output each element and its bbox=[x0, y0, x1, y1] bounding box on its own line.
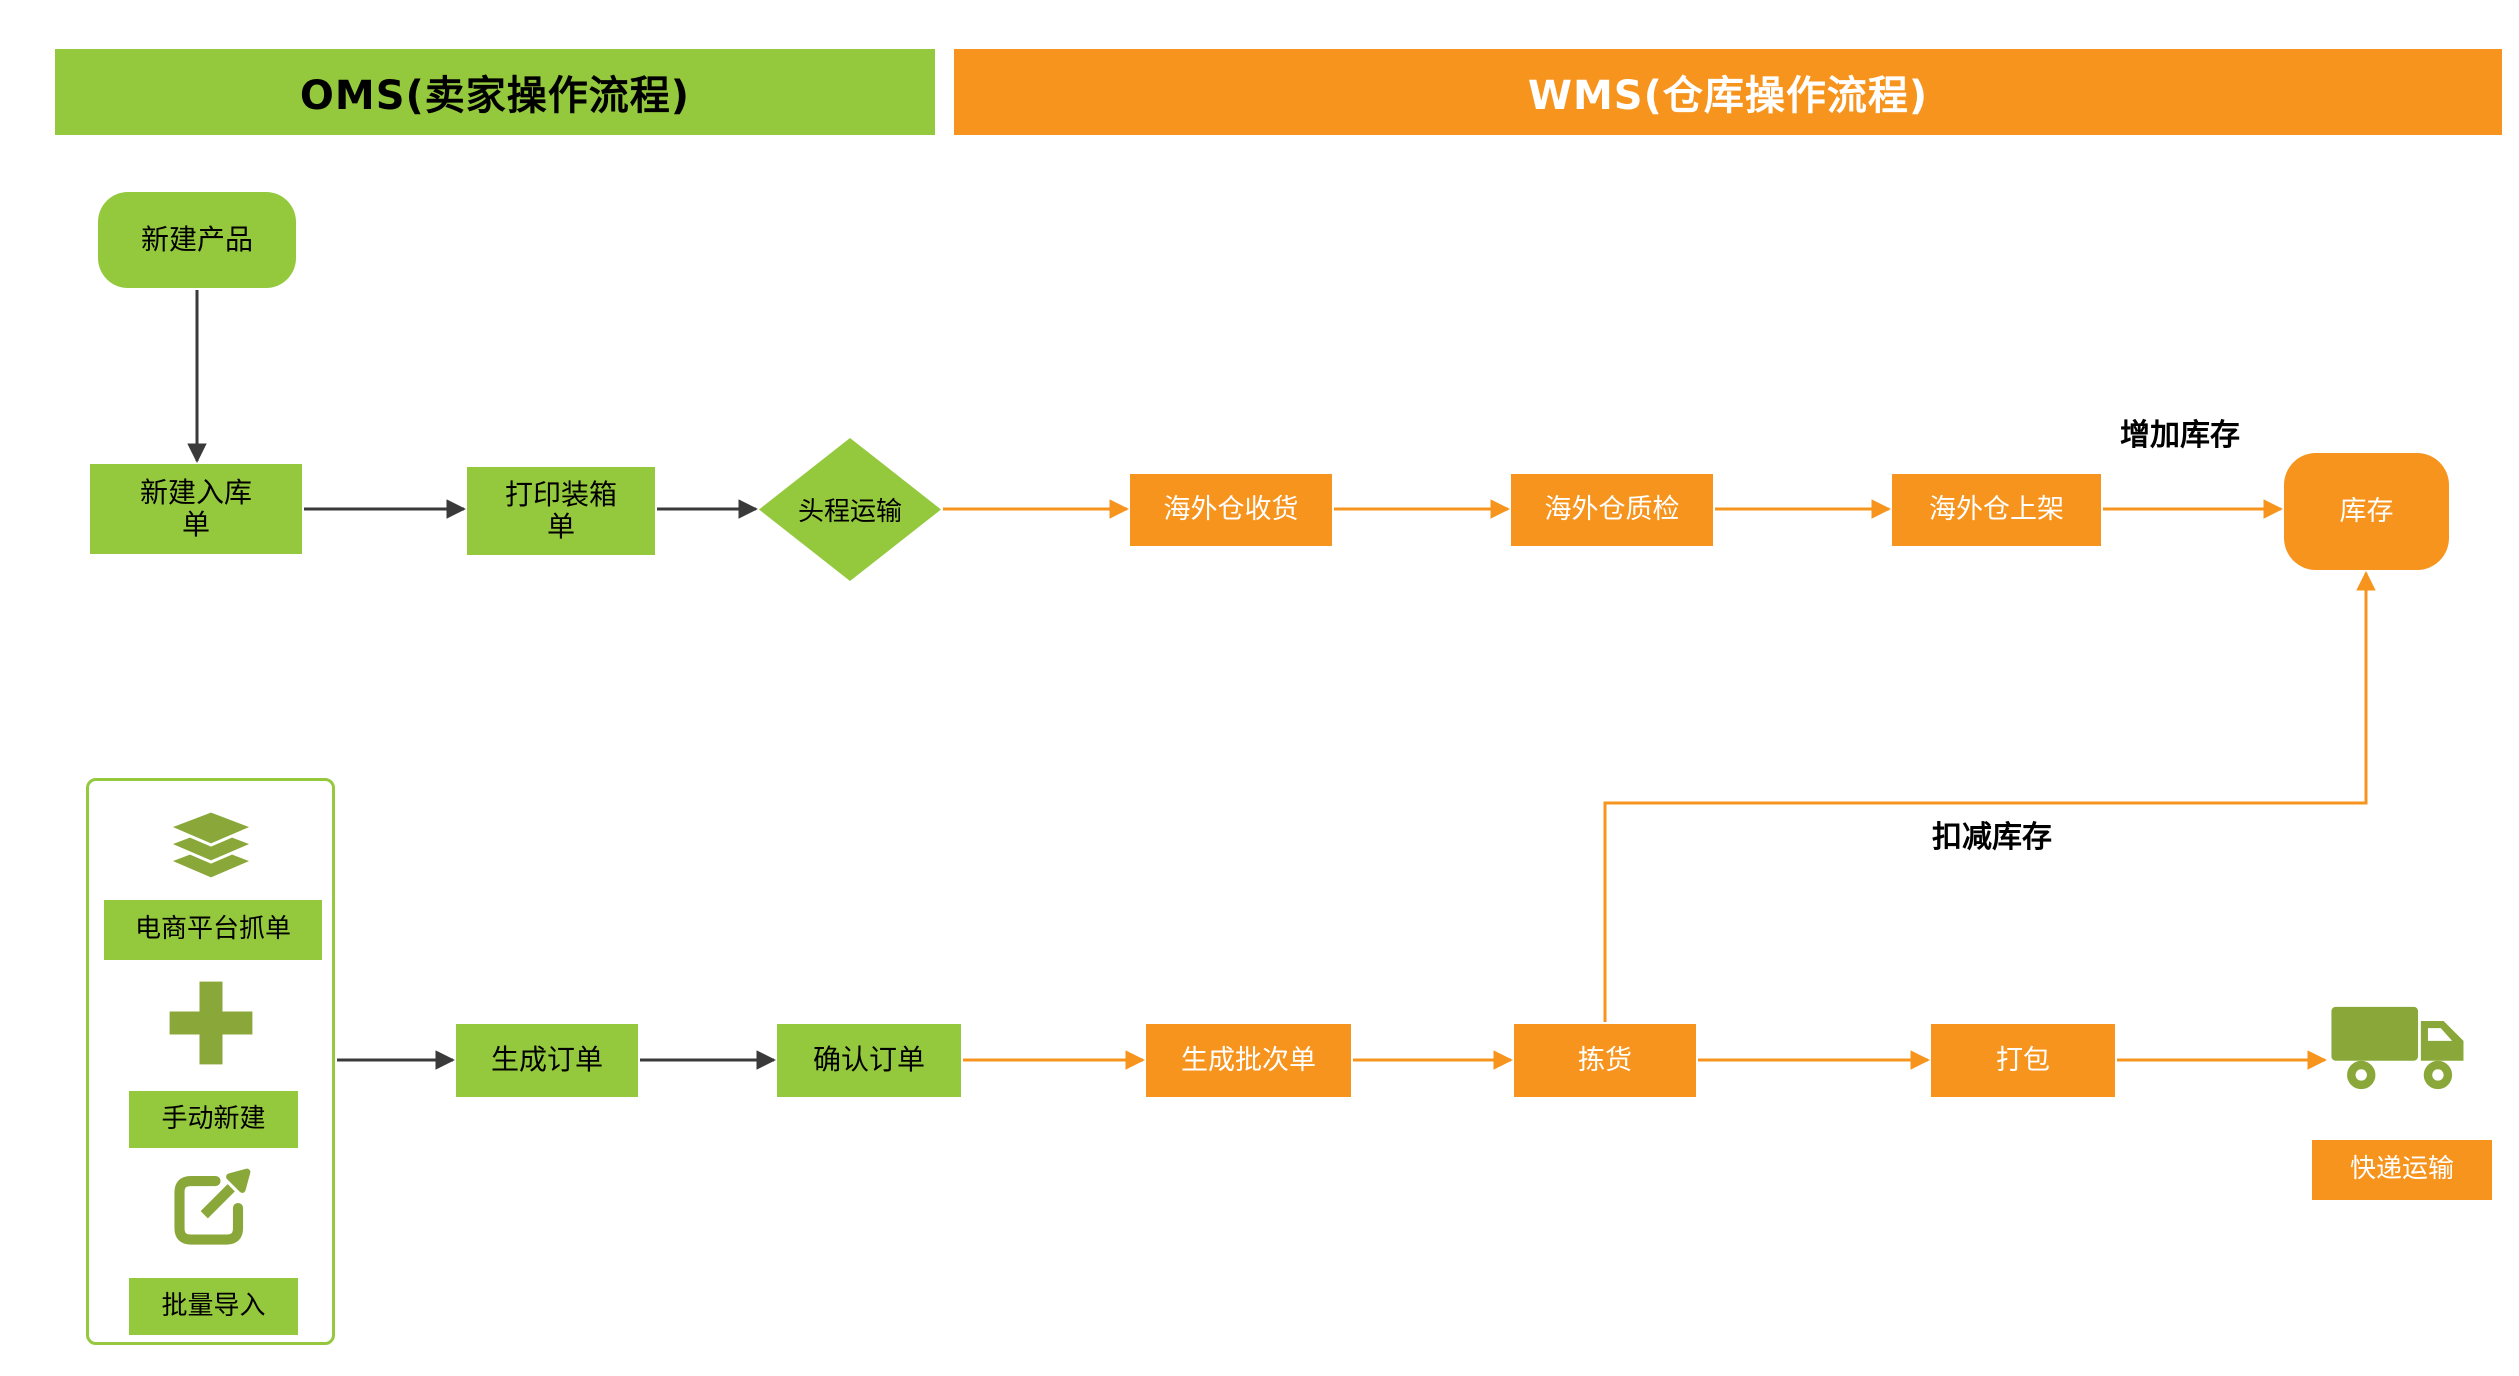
node-overseas-receiving: 海外仓收货 bbox=[1130, 474, 1332, 546]
node-inventory: 库存 bbox=[2284, 453, 2449, 570]
node-new-product: 新建产品 bbox=[98, 192, 296, 288]
node-generate-order: 生成订单 bbox=[456, 1024, 638, 1097]
node-manual-create: 手动新建 bbox=[129, 1091, 298, 1148]
node-overseas-qc: 海外仓质检 bbox=[1511, 474, 1713, 546]
node-label: 电商平台抓单 bbox=[134, 914, 291, 945]
delivery-truck-icon bbox=[2330, 998, 2472, 1102]
node-overseas-shelving: 海外仓上架 bbox=[1892, 474, 2101, 546]
deduct-inventory-label: 扣减库存 bbox=[1932, 820, 2052, 855]
node-picking: 拣货 bbox=[1514, 1024, 1696, 1097]
wms-header: WMS(仓库操作流程) bbox=[954, 49, 2502, 135]
layers-stack-icon bbox=[161, 807, 261, 887]
node-label: 新建入库单 bbox=[139, 475, 252, 541]
node-label: 库存 bbox=[2339, 495, 2394, 527]
node-label: 海外仓质检 bbox=[1544, 494, 1680, 526]
increase-inventory-label: 增加库存 bbox=[2120, 418, 2240, 453]
order-sources-panel: 电商平台抓单 手动新建 批量导入 bbox=[86, 778, 335, 1345]
node-label: 手动新建 bbox=[161, 1103, 266, 1134]
node-label: 头程运输 bbox=[797, 497, 902, 527]
node-label: 生成批次单 bbox=[1181, 1044, 1316, 1076]
node-label: 拣货 bbox=[1578, 1044, 1632, 1076]
node-label: 海外仓收货 bbox=[1163, 494, 1299, 526]
deduct-inventory-connector bbox=[1603, 571, 2376, 1022]
node-label: 批量导入 bbox=[161, 1290, 266, 1321]
node-first-leg-transport: 头程运输 bbox=[759, 438, 941, 581]
node-batch-import: 批量导入 bbox=[129, 1278, 298, 1335]
node-label: 海外仓上架 bbox=[1929, 494, 2064, 526]
node-label: 新建产品 bbox=[140, 222, 253, 256]
node-label: 生成订单 bbox=[490, 1043, 603, 1077]
node-label: 快递运输 bbox=[2349, 1154, 2454, 1185]
batch-import-icon bbox=[166, 1163, 256, 1257]
wms-arrows bbox=[943, 499, 2376, 1070]
node-generate-batch: 生成批次单 bbox=[1146, 1024, 1351, 1097]
node-label: 打印装箱单 bbox=[504, 477, 617, 543]
node-new-inbound-order: 新建入库单 bbox=[90, 464, 302, 554]
node-packing: 打包 bbox=[1931, 1024, 2115, 1097]
node-express-transport: 快递运输 bbox=[2312, 1140, 2492, 1200]
node-print-packing-list: 打印装箱单 bbox=[467, 467, 655, 555]
node-platform-grab: 电商平台抓单 bbox=[104, 900, 322, 960]
node-label: 打包 bbox=[1996, 1044, 2050, 1076]
node-confirm-order: 确认订单 bbox=[777, 1024, 961, 1097]
node-label: 确认订单 bbox=[812, 1043, 925, 1077]
plus-icon bbox=[165, 977, 257, 1073]
oms-header: OMS(卖家操作流程) bbox=[55, 49, 935, 135]
